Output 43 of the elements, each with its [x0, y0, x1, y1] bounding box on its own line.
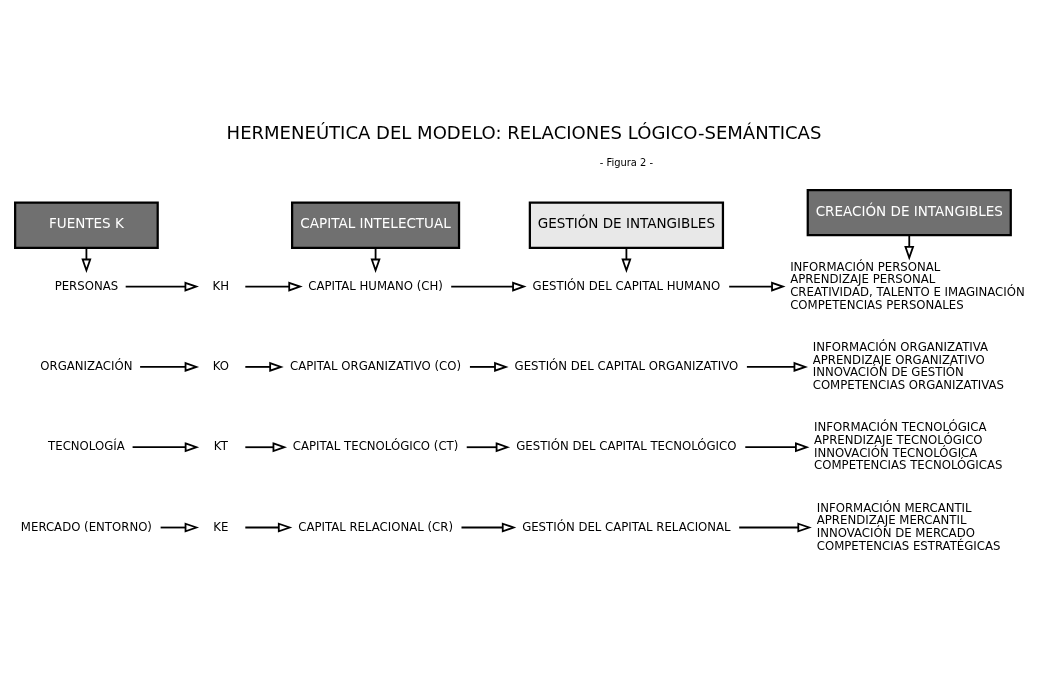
node-text: CAPITAL RELACIONAL (CR) — [298, 519, 453, 534]
arrow — [450, 281, 527, 292]
node-text: PERSONAS — [54, 278, 119, 293]
node-text: ORGANIZACIÓN — [40, 358, 133, 373]
arrow — [460, 521, 517, 533]
arrow — [159, 521, 200, 533]
diagram-title: HERMENEÚTICA DEL MODELO: RELACIONES LÓGICO-SEMÁNTICAS — [226, 121, 822, 143]
node-text: CAPITAL ORGANIZATIVO (CO) — [290, 358, 462, 373]
node-box: CAPITAL INTELECTUAL — [291, 201, 461, 249]
arrow — [904, 234, 915, 260]
node-text: CAPITAL TECNOLÓGICO (CT) — [292, 438, 459, 453]
arrow — [244, 281, 303, 292]
node-text: GESTIÓN DEL CAPITAL HUMANO — [532, 278, 721, 293]
arrow — [728, 281, 786, 292]
caption: - Figura 2 - — [599, 156, 654, 168]
node-box: FUENTES K — [14, 201, 159, 249]
arrow — [139, 361, 200, 372]
node-box: GESTIÓN DE INTANGIBLES — [528, 201, 725, 249]
arrow — [469, 361, 509, 372]
arrow — [738, 521, 812, 533]
node-text: MERCADO (ENTORNO) — [20, 519, 152, 534]
node-text: INFORMACIÓN PERSONAL APRENDIZAJE PERSONAL CREATIVIDAD, TALENTO E IMAGINACIÓN COMPETENCIAS PERSONALES — [790, 259, 1025, 312]
node-text: INFORMACIÓN TECNOLÓGICA APRENDIZAJE TECNOLÓGICO INNOVACIÓN TECNOLÓGICA COMPETENCIAS TECNOLÓGICAS — [814, 419, 1003, 472]
node-text: CAPITAL HUMANO (CH) — [308, 278, 443, 293]
arrow — [244, 521, 293, 533]
arrow — [131, 441, 200, 452]
node-text: INFORMACIÓN ORGANIZATIVA APRENDIZAJE ORGANIZATIVO INNOVACIÓN DE GESTIÓN COMPETENCIAS ORGANIZATIVAS — [812, 339, 1005, 392]
arrow — [746, 361, 808, 372]
arrow — [244, 361, 284, 372]
arrow — [465, 441, 511, 452]
node-text: GESTIÓN DEL CAPITAL ORGANIZATIVO — [514, 358, 739, 373]
arrow — [744, 441, 810, 452]
arrow — [244, 441, 287, 452]
node-text: TECNOLOGÍA — [48, 438, 125, 453]
node-text: GESTIÓN DEL CAPITAL TECNOLÓGICO — [516, 438, 737, 453]
node-text: KE — [213, 519, 229, 534]
arrow — [124, 281, 199, 292]
node-text: KH — [212, 278, 230, 293]
node-box: CREACIÓN DE INTANGIBLES — [806, 188, 1012, 236]
node-text: GESTIÓN DEL CAPITAL RELACIONAL — [522, 519, 731, 534]
node-text: KO — [212, 358, 229, 373]
node-text: INFORMACIÓN MERCANTIL APRENDIZAJE MERCANTIL INNOVACIÓN DE MERCADO COMPETENCIAS ESTRATÉGICAS — [816, 500, 1001, 553]
node-text: KT — [213, 438, 228, 453]
